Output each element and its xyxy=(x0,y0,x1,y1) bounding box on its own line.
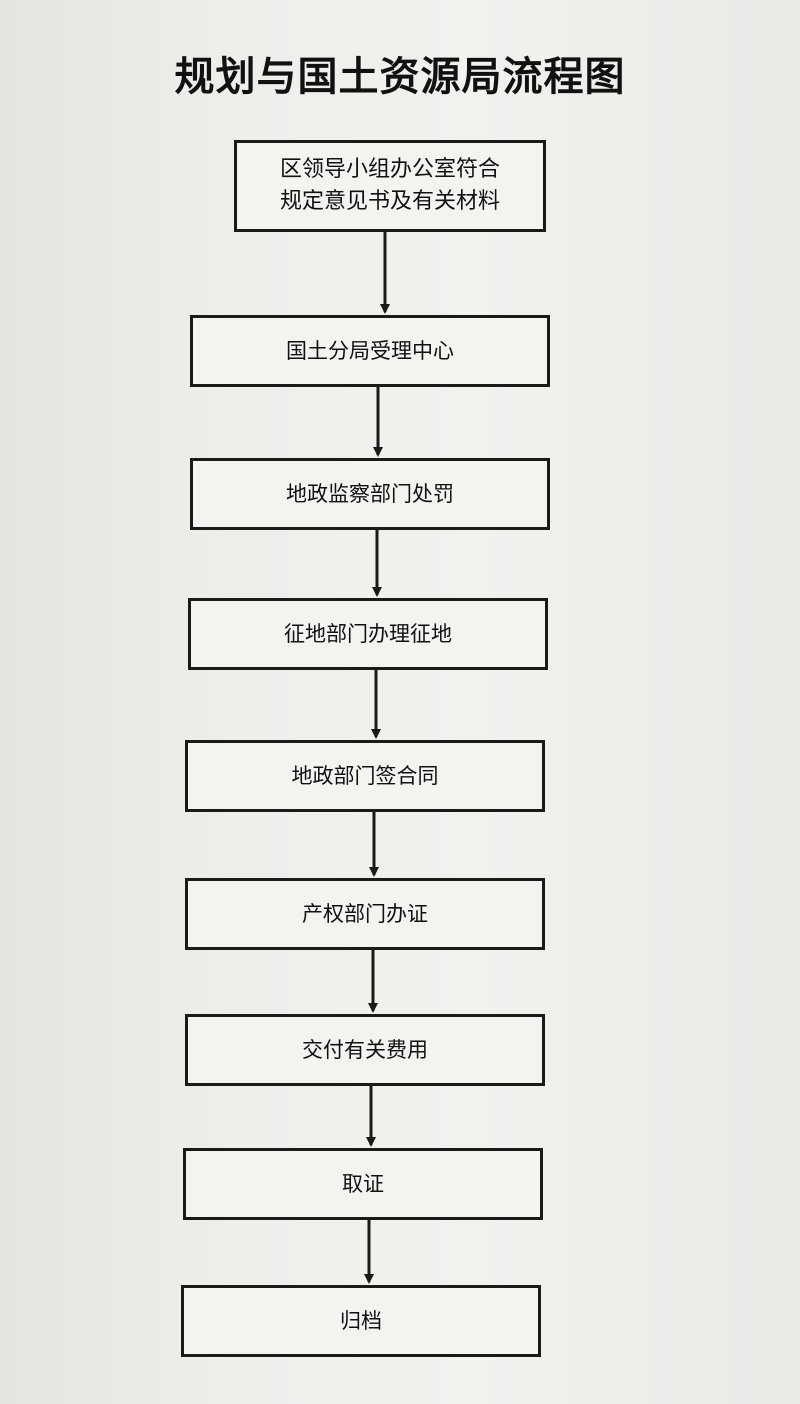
step-archive: 归档 xyxy=(181,1285,541,1357)
step-opinion-materials-line2: 规定意见书及有关材料 xyxy=(279,189,500,214)
step-property-certificate-label: 产权部门办证 xyxy=(302,901,428,926)
step-opinion-materials: 区领导小组办公室符合 规定意见书及有关材料 xyxy=(234,140,546,232)
step-acceptance-center-label: 国土分局受理中心 xyxy=(286,338,454,363)
step-archive-label: 归档 xyxy=(340,1308,382,1333)
step-pay-fees-label: 交付有关费用 xyxy=(302,1037,428,1062)
step-sign-contract-label: 地政部门签合同 xyxy=(291,763,439,788)
step-land-acquisition: 征地部门办理征地 xyxy=(188,598,548,670)
step-pay-fees: 交付有关费用 xyxy=(185,1014,545,1086)
step-evidence-label: 取证 xyxy=(342,1171,384,1196)
step-supervision-penalty-label: 地政监察部门处罚 xyxy=(286,481,454,506)
flowchart-title: 规划与国土资源局流程图 xyxy=(174,53,626,100)
step-land-acquisition-label: 征地部门办理征地 xyxy=(284,621,452,646)
step-property-certificate: 产权部门办证 xyxy=(185,878,545,950)
step-evidence: 取证 xyxy=(183,1148,543,1220)
step-supervision-penalty: 地政监察部门处罚 xyxy=(190,458,550,530)
step-sign-contract: 地政部门签合同 xyxy=(185,740,545,812)
step-opinion-materials-line1: 区领导小组办公室符合 xyxy=(279,157,500,183)
step-acceptance-center: 国土分局受理中心 xyxy=(190,315,550,387)
